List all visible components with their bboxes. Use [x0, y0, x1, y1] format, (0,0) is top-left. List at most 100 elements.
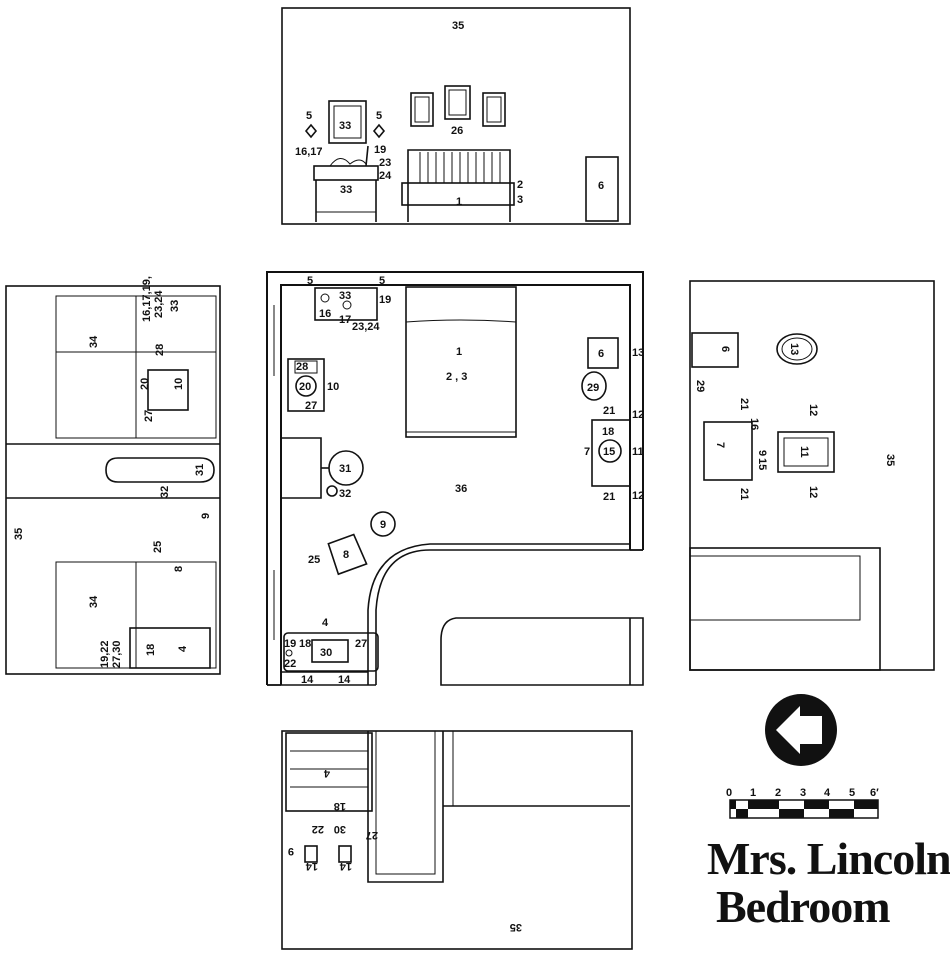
label-8: 8 [343, 549, 349, 561]
label-17: 17 [339, 314, 351, 326]
label-36: 36 [455, 483, 467, 495]
scale-tick-6: 6′ [870, 787, 879, 799]
label-14: 14 [301, 674, 314, 686]
label-35: 35 [884, 454, 896, 466]
label-5: 5 [307, 275, 313, 287]
label-35: 35 [510, 921, 522, 933]
label-27-30: 27,30 [111, 640, 123, 668]
label-18: 18 [602, 426, 614, 438]
label-34: 34 [88, 335, 100, 348]
label-18: 18 [334, 800, 346, 812]
scale-tick-0: 0 [726, 787, 732, 799]
label-28: 28 [296, 361, 308, 373]
label-7: 7 [584, 446, 590, 458]
north-wall-elevation: 35 5 5 33 26 16,17 19 23 24 33 2 3 1 6 [281, 7, 631, 225]
label-10: 10 [327, 381, 339, 393]
label-9: 9 [380, 519, 386, 531]
label-2-3: 2 , 3 [446, 371, 467, 383]
label-30: 30 [320, 647, 332, 659]
label-19: 19 [284, 638, 296, 650]
label-29: 29 [694, 380, 706, 392]
label-28: 28 [154, 344, 166, 356]
label-23-24: 23,24 [153, 290, 165, 318]
scale-tick-5: 5 [849, 787, 855, 799]
label-4: 4 [323, 767, 330, 779]
label-9: 9 [756, 450, 768, 456]
label-16-17: 16,17 [295, 146, 323, 158]
label-31: 31 [194, 464, 206, 476]
label-14: 14 [339, 860, 352, 872]
label-35: 35 [452, 20, 464, 32]
label-16: 16 [748, 418, 760, 430]
label-33: 33 [340, 184, 352, 196]
label-12: 12 [807, 486, 819, 498]
label-16: 16 [319, 308, 331, 320]
label-3: 3 [517, 194, 523, 206]
label-9: 9 [288, 845, 294, 857]
label-9: 9 [200, 513, 212, 519]
label-5: 5 [306, 110, 312, 122]
label-24: 24 [379, 170, 392, 182]
compass-arrow-icon [765, 694, 837, 766]
label-33: 33 [339, 120, 351, 132]
label-15: 15 [756, 458, 768, 470]
label-19: 19 [379, 294, 391, 306]
label-11: 11 [632, 446, 644, 458]
label-2: 2 [517, 179, 523, 191]
label-22: 22 [312, 823, 324, 835]
label-21: 21 [738, 488, 750, 500]
label-32: 32 [159, 486, 171, 498]
floor-plan: 5 5 33 19 16 17 23,24 1 2 , 3 6 13 28 20… [266, 271, 644, 686]
label-31: 31 [339, 463, 351, 475]
scale-bar: 0 1 2 3 4 5 6′ [726, 787, 879, 819]
label-13: 13 [788, 343, 800, 355]
label-33: 33 [169, 300, 181, 312]
label-26: 26 [451, 125, 463, 137]
label-35: 35 [13, 528, 25, 540]
label-34: 34 [88, 595, 100, 608]
label-27: 27 [366, 829, 378, 841]
scale-tick-1: 1 [750, 787, 756, 799]
label-21: 21 [603, 405, 615, 417]
label-25: 25 [308, 554, 320, 566]
label-18: 18 [299, 638, 311, 650]
label-10: 10 [173, 378, 185, 390]
label-27: 27 [143, 410, 155, 422]
label-4: 4 [177, 645, 189, 652]
scale-tick-2: 2 [775, 787, 781, 799]
label-5: 5 [379, 275, 385, 287]
label-27: 27 [355, 638, 367, 650]
label-12: 12 [632, 490, 644, 502]
label-7: 7 [714, 442, 726, 448]
label-12: 12 [807, 404, 819, 416]
diagram-title-line2: Bedroom [716, 881, 890, 932]
label-19-22: 19,22 [99, 640, 111, 668]
label-14: 14 [305, 860, 318, 872]
label-14: 14 [338, 674, 351, 686]
label-6: 6 [598, 348, 604, 360]
label-30: 30 [334, 823, 346, 835]
label-1: 1 [456, 346, 462, 358]
label-25: 25 [152, 541, 164, 553]
west-wall-elevation: 16,17,19, 23,24 33 34 28 20 10 27 31 32 … [5, 276, 221, 675]
label-23: 23 [379, 157, 391, 169]
label-4: 4 [322, 617, 329, 629]
label-21: 21 [603, 491, 615, 503]
scale-tick-4: 4 [824, 787, 831, 799]
label-23-24: 23,24 [352, 321, 380, 333]
label-20: 20 [299, 381, 311, 393]
label-15: 15 [603, 446, 615, 458]
label-20: 20 [139, 378, 151, 390]
label-19: 19 [374, 144, 386, 156]
label-22: 22 [284, 658, 296, 670]
scale-tick-3: 3 [800, 787, 806, 799]
label-32: 32 [339, 488, 351, 500]
label-1: 1 [456, 196, 462, 208]
diagram-title-line1: Mrs. Lincoln’s [707, 833, 950, 884]
label-29: 29 [587, 382, 599, 394]
label-11: 11 [798, 446, 810, 458]
label-18: 18 [145, 644, 157, 656]
label-12: 12 [632, 409, 644, 421]
label-27: 27 [305, 400, 317, 412]
